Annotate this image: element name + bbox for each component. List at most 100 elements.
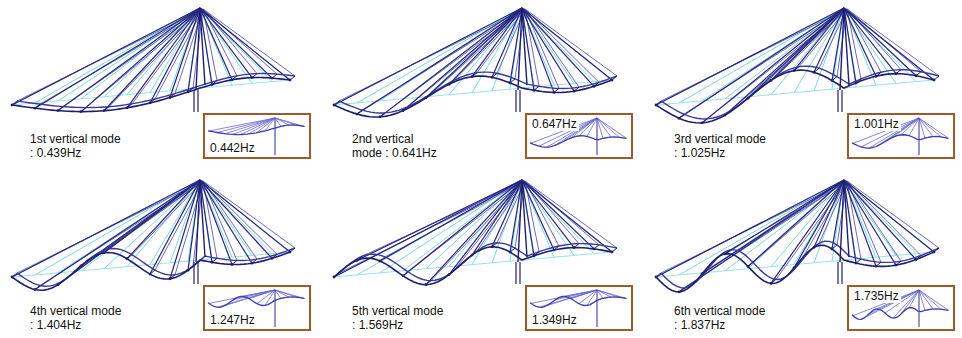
deck-node <box>933 79 936 82</box>
deck-girder <box>661 241 939 288</box>
deck-node <box>425 96 428 99</box>
inset-pylon <box>274 290 275 327</box>
inset-cable <box>571 290 597 299</box>
deck-node <box>425 283 428 286</box>
frequency-inset: 1.001Hz <box>847 113 955 159</box>
deck-node <box>149 102 152 105</box>
deck-node <box>402 109 405 112</box>
deck-node <box>724 114 727 117</box>
deformed-cable <box>472 8 522 77</box>
deformed-cable <box>525 181 617 248</box>
deck-node <box>211 261 214 264</box>
frequency-value: 0.647Hz <box>530 117 579 131</box>
deck-node <box>103 109 106 112</box>
deformed-cable <box>150 8 200 103</box>
deformed-cable <box>844 180 916 259</box>
pier <box>519 90 520 112</box>
deck-node <box>533 89 536 92</box>
pylon <box>196 8 205 90</box>
deformed-cable <box>656 180 844 277</box>
deformed-cable <box>472 180 522 255</box>
deformed-cable <box>104 180 200 253</box>
deck-node <box>126 106 129 109</box>
deformed-cable <box>656 8 844 105</box>
deformed-cable <box>200 8 272 78</box>
deck-node <box>701 121 704 124</box>
inset-cable <box>919 290 949 311</box>
deformed-cable <box>702 8 844 123</box>
deck-node <box>933 251 936 254</box>
deformed-cable <box>522 180 612 252</box>
deck-node <box>271 77 274 80</box>
deformed-cable <box>522 8 534 90</box>
frequency-inset: 1.247Hz <box>203 285 311 331</box>
deformed-cable <box>203 181 295 248</box>
deformed-cable <box>81 8 200 112</box>
deck-node <box>593 248 596 251</box>
deformed-cable <box>844 8 934 80</box>
frequency-value: 1.247Hz <box>208 313 257 327</box>
deck-node <box>126 257 129 260</box>
deformed-cable <box>522 180 574 248</box>
bridge-mode-shape <box>333 180 617 286</box>
deformed-cable <box>847 9 939 76</box>
deck-node <box>402 274 405 277</box>
deck-node <box>491 76 494 79</box>
pier <box>841 262 842 284</box>
deck-node <box>231 263 234 266</box>
bridge-mode-shape <box>11 8 295 113</box>
mode-label: 5th vertical mode : 1.569Hz <box>352 304 446 332</box>
deck-node <box>251 262 254 265</box>
undeformed-cable <box>844 8 916 82</box>
mode-label: 4th vertical mode : 1.404Hz <box>30 304 124 332</box>
deck-node <box>895 264 898 267</box>
deck-node <box>289 251 292 254</box>
deformed-cable <box>334 180 522 277</box>
deck-node <box>915 74 918 77</box>
deformed-cable <box>449 8 522 84</box>
deck-girder <box>17 73 295 107</box>
deck-node <box>747 265 750 268</box>
inset-cable <box>901 118 919 135</box>
inset-deck <box>852 308 948 320</box>
deformed-cable <box>200 180 212 262</box>
deck-node <box>169 277 172 280</box>
deck-node <box>770 282 773 285</box>
deck-node <box>747 97 750 100</box>
deformed-cable <box>408 9 525 107</box>
pier <box>515 262 516 284</box>
deformed-cable <box>679 8 844 118</box>
deck-node <box>379 115 382 118</box>
deformed-cable <box>753 9 847 94</box>
inset-deck <box>208 296 304 307</box>
deck-node <box>573 90 576 93</box>
inset-cable <box>597 118 611 137</box>
frequency-value: 1.349Hz <box>530 313 579 327</box>
deformed-cable <box>170 8 200 98</box>
inset-cable <box>233 118 275 134</box>
pier <box>515 90 516 112</box>
inset-pylon <box>274 118 275 155</box>
deck-node <box>333 276 336 279</box>
deformed-cable <box>449 180 522 275</box>
undeformed-cable <box>426 180 522 269</box>
deck-node <box>289 79 292 82</box>
inset-cable <box>597 118 619 137</box>
undeformed-cable <box>357 180 522 275</box>
deformed-cable <box>200 180 272 258</box>
deck-node <box>11 104 14 107</box>
deck-girder <box>339 72 617 113</box>
frequency-inset: 1.735Hz <box>847 285 955 331</box>
deck-node <box>11 276 14 279</box>
deformed-cable <box>814 180 844 247</box>
deck-node <box>509 251 512 254</box>
deformed-cable <box>844 8 896 74</box>
frequency-inset: 0.647Hz <box>525 113 633 159</box>
deck-node <box>57 283 60 286</box>
deformed-cable <box>200 8 290 80</box>
deformed-cable <box>748 180 844 266</box>
inset-cable <box>909 118 919 136</box>
inset-cable <box>225 118 275 134</box>
deformed-cable <box>847 181 921 255</box>
